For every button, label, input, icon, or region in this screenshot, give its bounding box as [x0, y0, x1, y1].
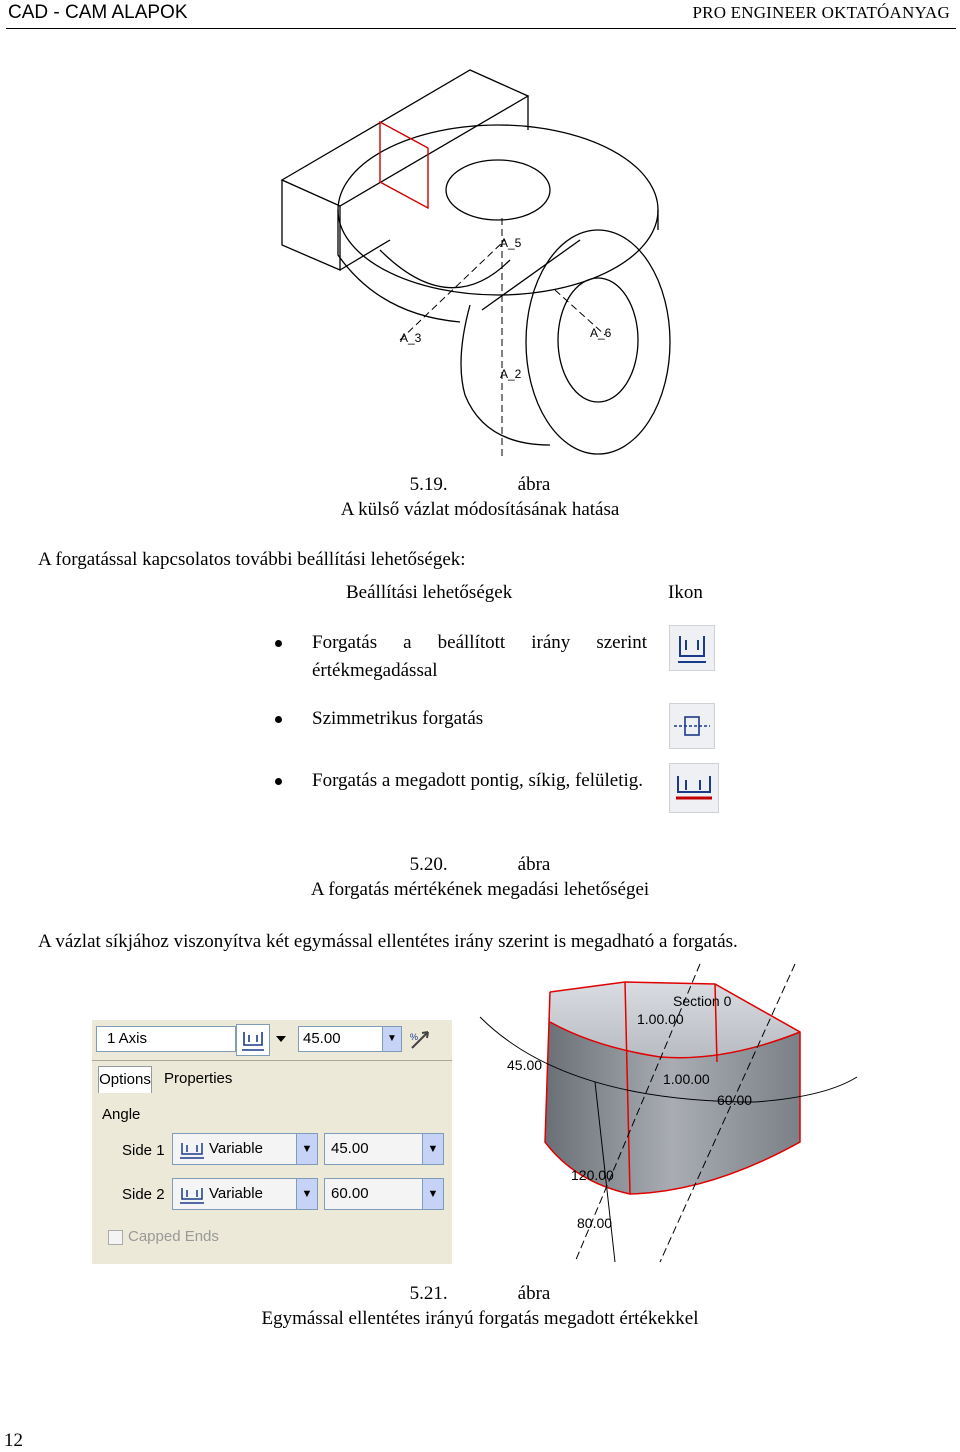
blind-depth-icon	[669, 625, 715, 671]
bullet	[275, 640, 282, 647]
revolve-options-panel: 1 Axis 45.00 ▼ % Options Properties Angl…	[92, 1020, 452, 1264]
svg-text:%: %	[410, 1032, 418, 1042]
axis-label-a3: A_3	[400, 331, 422, 345]
bullet	[275, 778, 282, 785]
bullet	[275, 716, 282, 723]
header-title-left: CAD - CAM ALAPOK	[8, 2, 188, 23]
page-number: 12	[4, 1430, 23, 1451]
axis-label-a5: A_5	[500, 236, 522, 250]
chevron-down-icon[interactable]: ▼	[382, 1027, 401, 1051]
header-title-right: PRO ENGINEER OKTATÓANYAG	[692, 3, 950, 22]
dim-label: 60.00	[717, 1092, 752, 1108]
side1-type-combo[interactable]: Variable ▼	[172, 1133, 318, 1165]
axis-label-a6: A_6	[590, 326, 612, 340]
option-text-symmetric: Szimmetrikus forgatás	[312, 708, 484, 729]
header-divider	[6, 28, 956, 29]
dim-label: 120.00	[571, 1167, 614, 1183]
flip-direction-icon[interactable]: %	[408, 1028, 434, 1052]
side1-label: Side 1	[122, 1142, 165, 1159]
option-text-blind: Forgatás a beállított irány szerint érté…	[312, 632, 647, 681]
figure-5-20-number: 5.20.ábra	[409, 854, 551, 875]
figure-5-21-model: Section 0 1.00.00 1.00.00 60.00 45.00 12…	[479, 963, 858, 1263]
dim-label: 1.00.00	[663, 1071, 710, 1087]
chevron-down-icon[interactable]: ▼	[422, 1179, 443, 1209]
tab-properties[interactable]: Properties	[164, 1070, 233, 1087]
figure-5-19-number: 5.19.ábra	[409, 474, 551, 495]
axis-field[interactable]: 1 Axis	[96, 1026, 236, 1052]
panel-divider	[92, 1060, 452, 1061]
option-text-to-selected: Forgatás a megadott pontig, síkig, felül…	[312, 770, 644, 791]
body-text: A vázlat síkjához viszonyítva két egymás…	[38, 931, 738, 952]
figure-5-21-caption: Egymással ellentétes irányú forgatás meg…	[261, 1308, 699, 1329]
depth-dropdown-arrow-icon[interactable]	[276, 1036, 286, 1042]
axis-label-a2: A_2	[500, 367, 522, 381]
capped-ends-label: Capped Ends	[128, 1228, 219, 1245]
dim-label: 45.00	[507, 1057, 542, 1073]
side2-label: Side 2	[122, 1186, 165, 1203]
chevron-down-icon[interactable]: ▼	[296, 1134, 317, 1164]
side1-value-combo[interactable]: 45.00 ▼	[324, 1133, 444, 1165]
section-label: Section 0	[673, 993, 732, 1009]
chevron-down-icon[interactable]: ▼	[296, 1179, 317, 1209]
symmetric-icon	[669, 703, 715, 749]
tab-options[interactable]: Options	[98, 1066, 152, 1093]
capped-ends-checkbox[interactable]	[108, 1230, 123, 1245]
intro-text: A forgatással kapcsolatos további beállí…	[38, 549, 466, 570]
angle-label: Angle	[102, 1106, 141, 1123]
table-header-icon: Ikon	[668, 582, 703, 603]
to-selected-icon	[669, 763, 719, 813]
blind-depth-button[interactable]	[236, 1024, 270, 1056]
angle-combo[interactable]: 45.00 ▼	[298, 1026, 402, 1052]
dim-label: 80.00	[577, 1215, 612, 1231]
figure-5-19-caption: A külső vázlat módosításának hatása	[340, 499, 620, 520]
dim-label: 1.00.00	[637, 1011, 684, 1027]
figure-5-20-caption: A forgatás mértékének megadási lehetőség…	[310, 879, 650, 900]
figure-5-19-drawing: A_5 A_3 A_6 A_2	[280, 69, 671, 460]
chevron-down-icon[interactable]: ▼	[422, 1134, 443, 1164]
side2-value-combo[interactable]: 60.00 ▼	[324, 1178, 444, 1210]
figure-5-21-number: 5.21.ábra	[409, 1283, 551, 1304]
side2-type-combo[interactable]: Variable ▼	[172, 1178, 318, 1210]
table-header-options: Beállítási lehetőségek	[346, 582, 513, 603]
